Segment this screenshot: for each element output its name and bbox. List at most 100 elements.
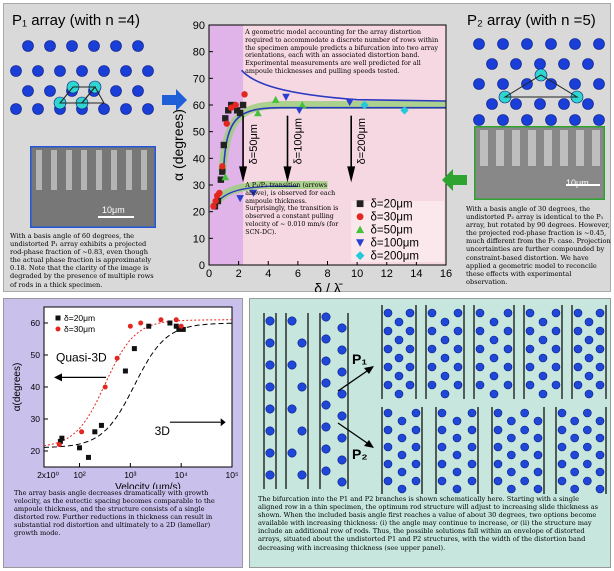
x-tick-label: 2 xyxy=(236,268,242,280)
thickness-marker-label: δ=50μm xyxy=(248,124,260,164)
data-point xyxy=(271,95,280,103)
rod-dot xyxy=(397,484,407,494)
data-point xyxy=(223,120,230,127)
rod-dot xyxy=(520,442,529,452)
data-point xyxy=(249,189,258,197)
arrow-head-icon xyxy=(239,166,248,183)
rod-dot xyxy=(551,326,561,336)
p1-branch-label: P₁ xyxy=(352,351,368,367)
p1-title: P₁ array (with n =4) xyxy=(12,12,141,29)
rod-dot xyxy=(493,408,503,418)
data-point xyxy=(216,189,223,197)
velocity-caption: The array basis angle decreases dramatic… xyxy=(14,489,215,538)
data-point xyxy=(210,203,217,210)
rod-dot xyxy=(297,382,307,392)
rod-stripe xyxy=(576,130,584,166)
rod-dot xyxy=(534,58,546,70)
rod-stripe xyxy=(36,150,42,190)
y-tick-label: 10 xyxy=(193,233,205,245)
rod-dot xyxy=(595,344,605,354)
legend-marker xyxy=(356,225,365,234)
rod-dot xyxy=(297,426,307,436)
rod-dot xyxy=(570,467,579,477)
rod-dot xyxy=(452,433,462,443)
legend-label: δ=50μm xyxy=(370,225,412,237)
rod-dot xyxy=(427,380,437,390)
rod-dot xyxy=(551,308,561,318)
rod-dot xyxy=(582,98,594,110)
rod-stripe xyxy=(81,150,87,190)
rod-dot xyxy=(486,98,498,110)
data-point xyxy=(85,454,91,460)
rod-dot xyxy=(321,444,331,454)
rod-dot xyxy=(525,308,535,318)
rod-dot xyxy=(573,326,583,336)
data-point xyxy=(241,91,248,98)
rod-dot xyxy=(440,317,450,327)
rod-dot xyxy=(394,317,404,327)
rod-dot xyxy=(383,459,393,469)
bifurcation-schematic xyxy=(263,305,607,494)
rod-dot xyxy=(337,323,347,333)
x-tick-label: 14 xyxy=(410,268,422,280)
rod-dot xyxy=(489,353,499,363)
rod-dot xyxy=(583,459,592,469)
rod-dot xyxy=(32,103,44,115)
x-tick-label: 10³ xyxy=(124,470,136,480)
rod-dot xyxy=(475,326,485,336)
rod-dot xyxy=(411,476,421,486)
rod-dot xyxy=(493,442,503,452)
data-point xyxy=(220,141,228,149)
rod-dot xyxy=(405,308,415,318)
data-point xyxy=(158,317,164,323)
rod-dot xyxy=(453,344,463,354)
rod-dot xyxy=(583,425,592,435)
data-point xyxy=(400,106,409,115)
rod-dot xyxy=(44,85,56,97)
rod-dot xyxy=(557,425,567,435)
rod-stripe xyxy=(496,130,504,166)
x-tick-label: 12 xyxy=(381,268,393,280)
quasi3d-label: Quasi-3D xyxy=(56,350,107,364)
data-point xyxy=(127,323,133,329)
rod-dot xyxy=(440,371,450,381)
rod-dot xyxy=(595,362,605,372)
rod-dot xyxy=(533,433,543,443)
rod-dot xyxy=(265,470,275,480)
p2-branch-label: P₂ xyxy=(352,446,368,462)
x-tick-label: 16 xyxy=(440,268,452,280)
legend-marker xyxy=(55,326,61,332)
rod-dot xyxy=(437,408,447,418)
data-point xyxy=(217,176,225,183)
rod-dot xyxy=(427,326,437,336)
rod-dot xyxy=(467,425,477,435)
rod-dot xyxy=(321,334,331,344)
rod-stripe xyxy=(126,150,132,190)
rod-dot xyxy=(533,484,543,494)
x-tick-label: 6 xyxy=(295,268,301,280)
rod-dot xyxy=(397,450,407,460)
rod-stripe xyxy=(544,130,552,166)
rod-dot xyxy=(569,114,581,126)
rod-dot xyxy=(321,422,331,432)
transition-annotation-text: A P₁/P₂ transition (arrows above), is ob… xyxy=(245,182,339,236)
y-tick-label: 50 xyxy=(193,127,205,139)
rod-dot xyxy=(394,371,404,381)
rod-dot xyxy=(337,367,347,377)
rod-dot xyxy=(394,335,404,345)
plot-frame xyxy=(43,306,233,468)
data-point xyxy=(178,323,184,329)
rod-dot xyxy=(584,317,594,327)
rod-dot xyxy=(427,308,437,318)
rod-dot xyxy=(297,470,307,480)
rod-dot xyxy=(411,459,421,469)
rod-dot xyxy=(437,442,447,452)
rod-dot xyxy=(595,467,605,477)
rod-dot xyxy=(595,326,605,336)
rod-dot xyxy=(297,338,307,348)
model-annotation-text: A geometric model accounting for the arr… xyxy=(245,29,439,75)
y-tick-label: 40 xyxy=(31,382,41,392)
rod-dot xyxy=(510,58,522,70)
y-axis-label: α (degrees) xyxy=(170,109,186,181)
